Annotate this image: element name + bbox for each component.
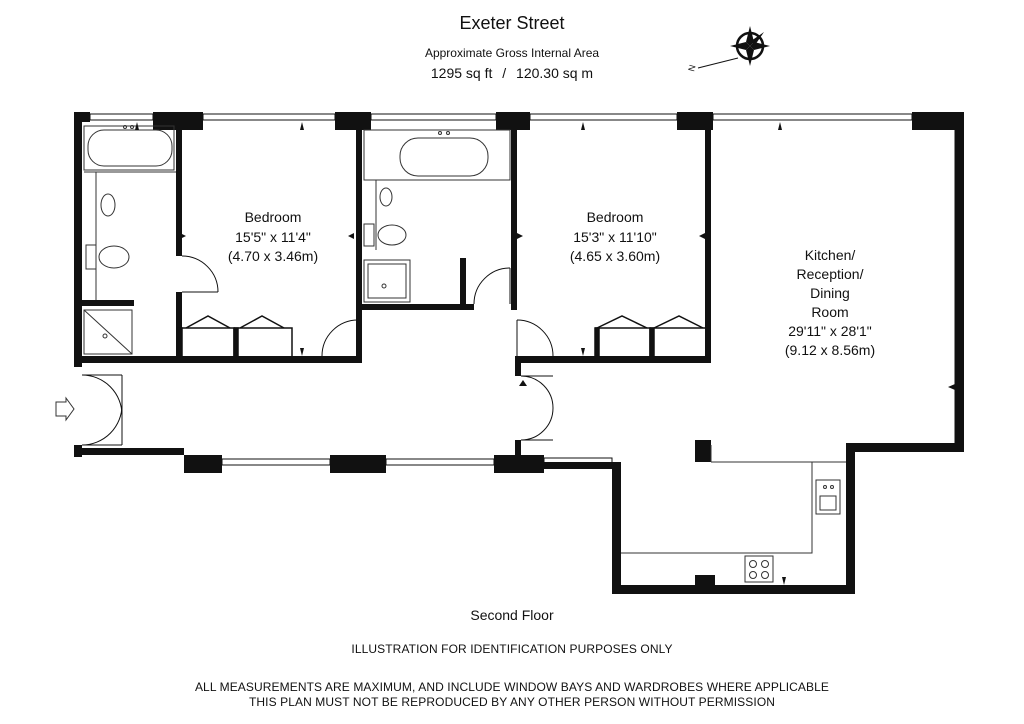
plan-title: Exeter Street: [459, 13, 565, 33]
area-line: 1295 sq ft / 120.30 sq m: [0, 65, 1024, 81]
disclaimer-identification: ILLUSTRATION FOR IDENTIFICATION PURPOSES…: [351, 642, 673, 656]
disclaimer-reproduction: THIS PLAN MUST NOT BE REPRODUCED BY ANY …: [248, 695, 776, 709]
dimension-markers: [135, 122, 955, 585]
room-label-kitchen: Kitchen/ Reception/ Dining Room 29'11" x…: [785, 247, 875, 358]
room-dims-imperial: 15'5" x 11'4": [235, 229, 311, 245]
room-label-bedroom-2: Bedroom 15'3" x 11'10" (4.65 x 3.60m): [570, 209, 660, 264]
room-dims-imperial: 29'11" x 28'1": [788, 323, 872, 339]
room-name: Bedroom: [587, 209, 644, 225]
compass-icon: [697, 26, 770, 69]
room-dims-metric: (4.70 x 3.46m): [228, 248, 318, 264]
exterior-walls: [74, 112, 964, 594]
bathroom-fixtures-middle: [363, 129, 511, 303]
room-name-line: Room: [811, 304, 848, 320]
room-name: Bedroom: [245, 209, 302, 225]
area-sqft: 1295 sq ft: [430, 65, 493, 81]
floor-label: Second Floor: [470, 607, 554, 623]
kitchen-fixtures: [621, 445, 846, 583]
wardrobes: [177, 315, 705, 357]
area-sqm: 120.30 sq m: [516, 65, 594, 81]
entrance-arrow-icon: [55, 396, 75, 422]
bathroom-fixtures-left: [83, 125, 176, 355]
room-name-line: Dining: [810, 285, 850, 301]
disclaimer-measurements: ALL MEASUREMENTS ARE MAXIMUM, AND INCLUD…: [194, 680, 830, 694]
room-name-line: Kitchen/: [805, 247, 856, 263]
area-caption: Approximate Gross Internal Area: [424, 46, 600, 60]
room-dims-imperial: 15'3" x 11'10": [573, 229, 657, 245]
room-name-line: Reception/: [797, 266, 864, 282]
interior-walls: [82, 130, 711, 462]
area-separator: /: [502, 65, 507, 81]
windows: [89, 113, 956, 466]
compass-north-label: N: [686, 64, 697, 73]
room-label-bedroom-1: Bedroom 15'5" x 11'4" (4.70 x 3.46m): [228, 209, 318, 264]
room-dims-metric: (9.12 x 8.56m): [785, 342, 875, 358]
doors: [81, 255, 554, 446]
room-dims-metric: (4.65 x 3.60m): [570, 248, 660, 264]
